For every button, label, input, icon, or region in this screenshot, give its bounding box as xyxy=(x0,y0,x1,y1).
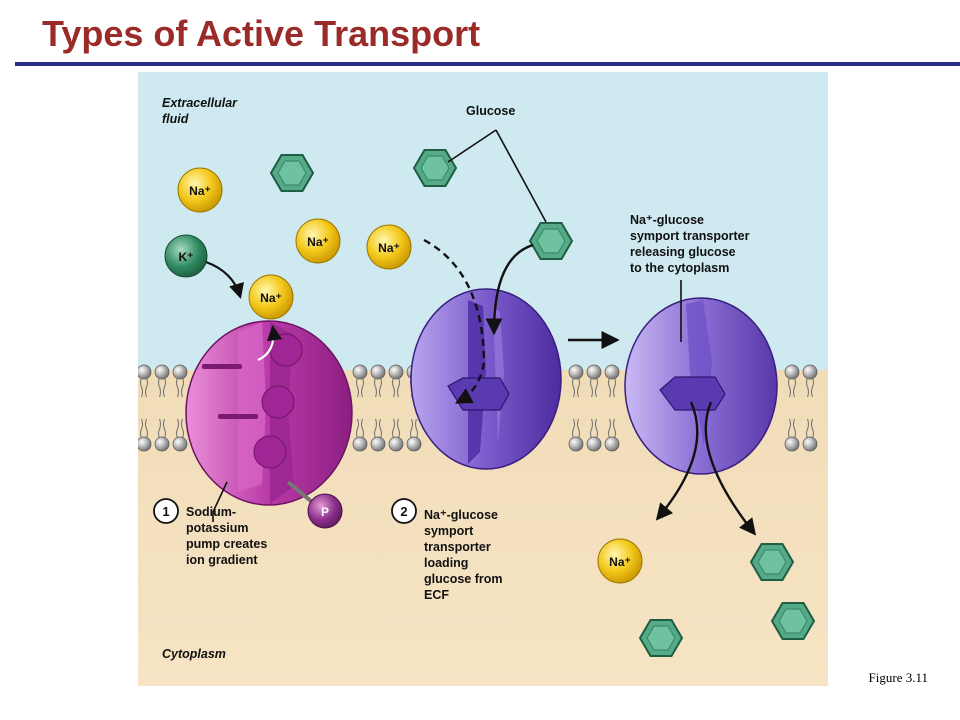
figure-caption: Figure 3.11 xyxy=(868,670,928,685)
glucose-molecule xyxy=(529,222,573,260)
cytoplasm-label: Cytoplasm xyxy=(162,647,226,661)
sodium-ion: Na⁺ xyxy=(597,538,643,584)
glucose-molecule xyxy=(270,154,314,192)
svg-text:Na⁺-glucose symport: Na⁺-glucose symport transporter loading … xyxy=(424,508,506,602)
title-rule xyxy=(15,62,960,66)
svg-text:Na⁺: Na⁺ xyxy=(189,184,211,198)
sodium-entry-arrow-dashed xyxy=(423,238,486,404)
symporter-releasing xyxy=(624,297,778,475)
release-arrow-glucose xyxy=(704,401,757,536)
sodium-potassium-pump xyxy=(185,320,353,514)
glucose-molecule xyxy=(413,149,457,187)
sodium-ion: Na⁺ xyxy=(177,167,223,213)
symporter-loading xyxy=(410,288,562,470)
svg-text:Na⁺: Na⁺ xyxy=(260,291,282,305)
release-arrow-sodium xyxy=(655,401,699,521)
sodium-ion: Na⁺ xyxy=(366,224,412,270)
sodium-exit-arrow xyxy=(257,324,283,362)
svg-text:1: 1 xyxy=(162,504,169,519)
glucose-pointer xyxy=(447,129,547,223)
phosphate-group: P xyxy=(307,493,343,529)
glucose-molecule xyxy=(639,619,683,657)
glucose-entry-arrow xyxy=(485,243,534,336)
sodium-ion: Na⁺ xyxy=(248,274,294,320)
glucose-molecule xyxy=(771,602,815,640)
potassium-arrow xyxy=(205,260,244,299)
slide-title: Types of Active Transport xyxy=(42,13,481,54)
glucose-label: Glucose xyxy=(466,104,515,118)
step-1: 1 Sodium- potassium pump creates ion gra… xyxy=(153,481,271,567)
svg-text:Sodium- potassium: Sodium- potassium pump creates ion gradi… xyxy=(186,505,271,567)
step-2: 2 Na⁺-glucose symport transporter loadin… xyxy=(391,498,506,602)
svg-text:Na⁺: Na⁺ xyxy=(609,555,631,569)
svg-text:Na⁺: Na⁺ xyxy=(378,241,400,255)
releasing-label: Na⁺-glucose symport transporter releasin… xyxy=(630,213,753,275)
svg-text:P: P xyxy=(321,505,329,519)
svg-text:Na⁺: Na⁺ xyxy=(307,235,329,249)
sodium-ion: Na⁺ xyxy=(295,218,341,264)
svg-text:2: 2 xyxy=(400,504,407,519)
glucose-molecule xyxy=(750,543,794,581)
svg-text:K⁺: K⁺ xyxy=(179,250,194,264)
potassium-ion: K⁺ xyxy=(164,234,208,278)
